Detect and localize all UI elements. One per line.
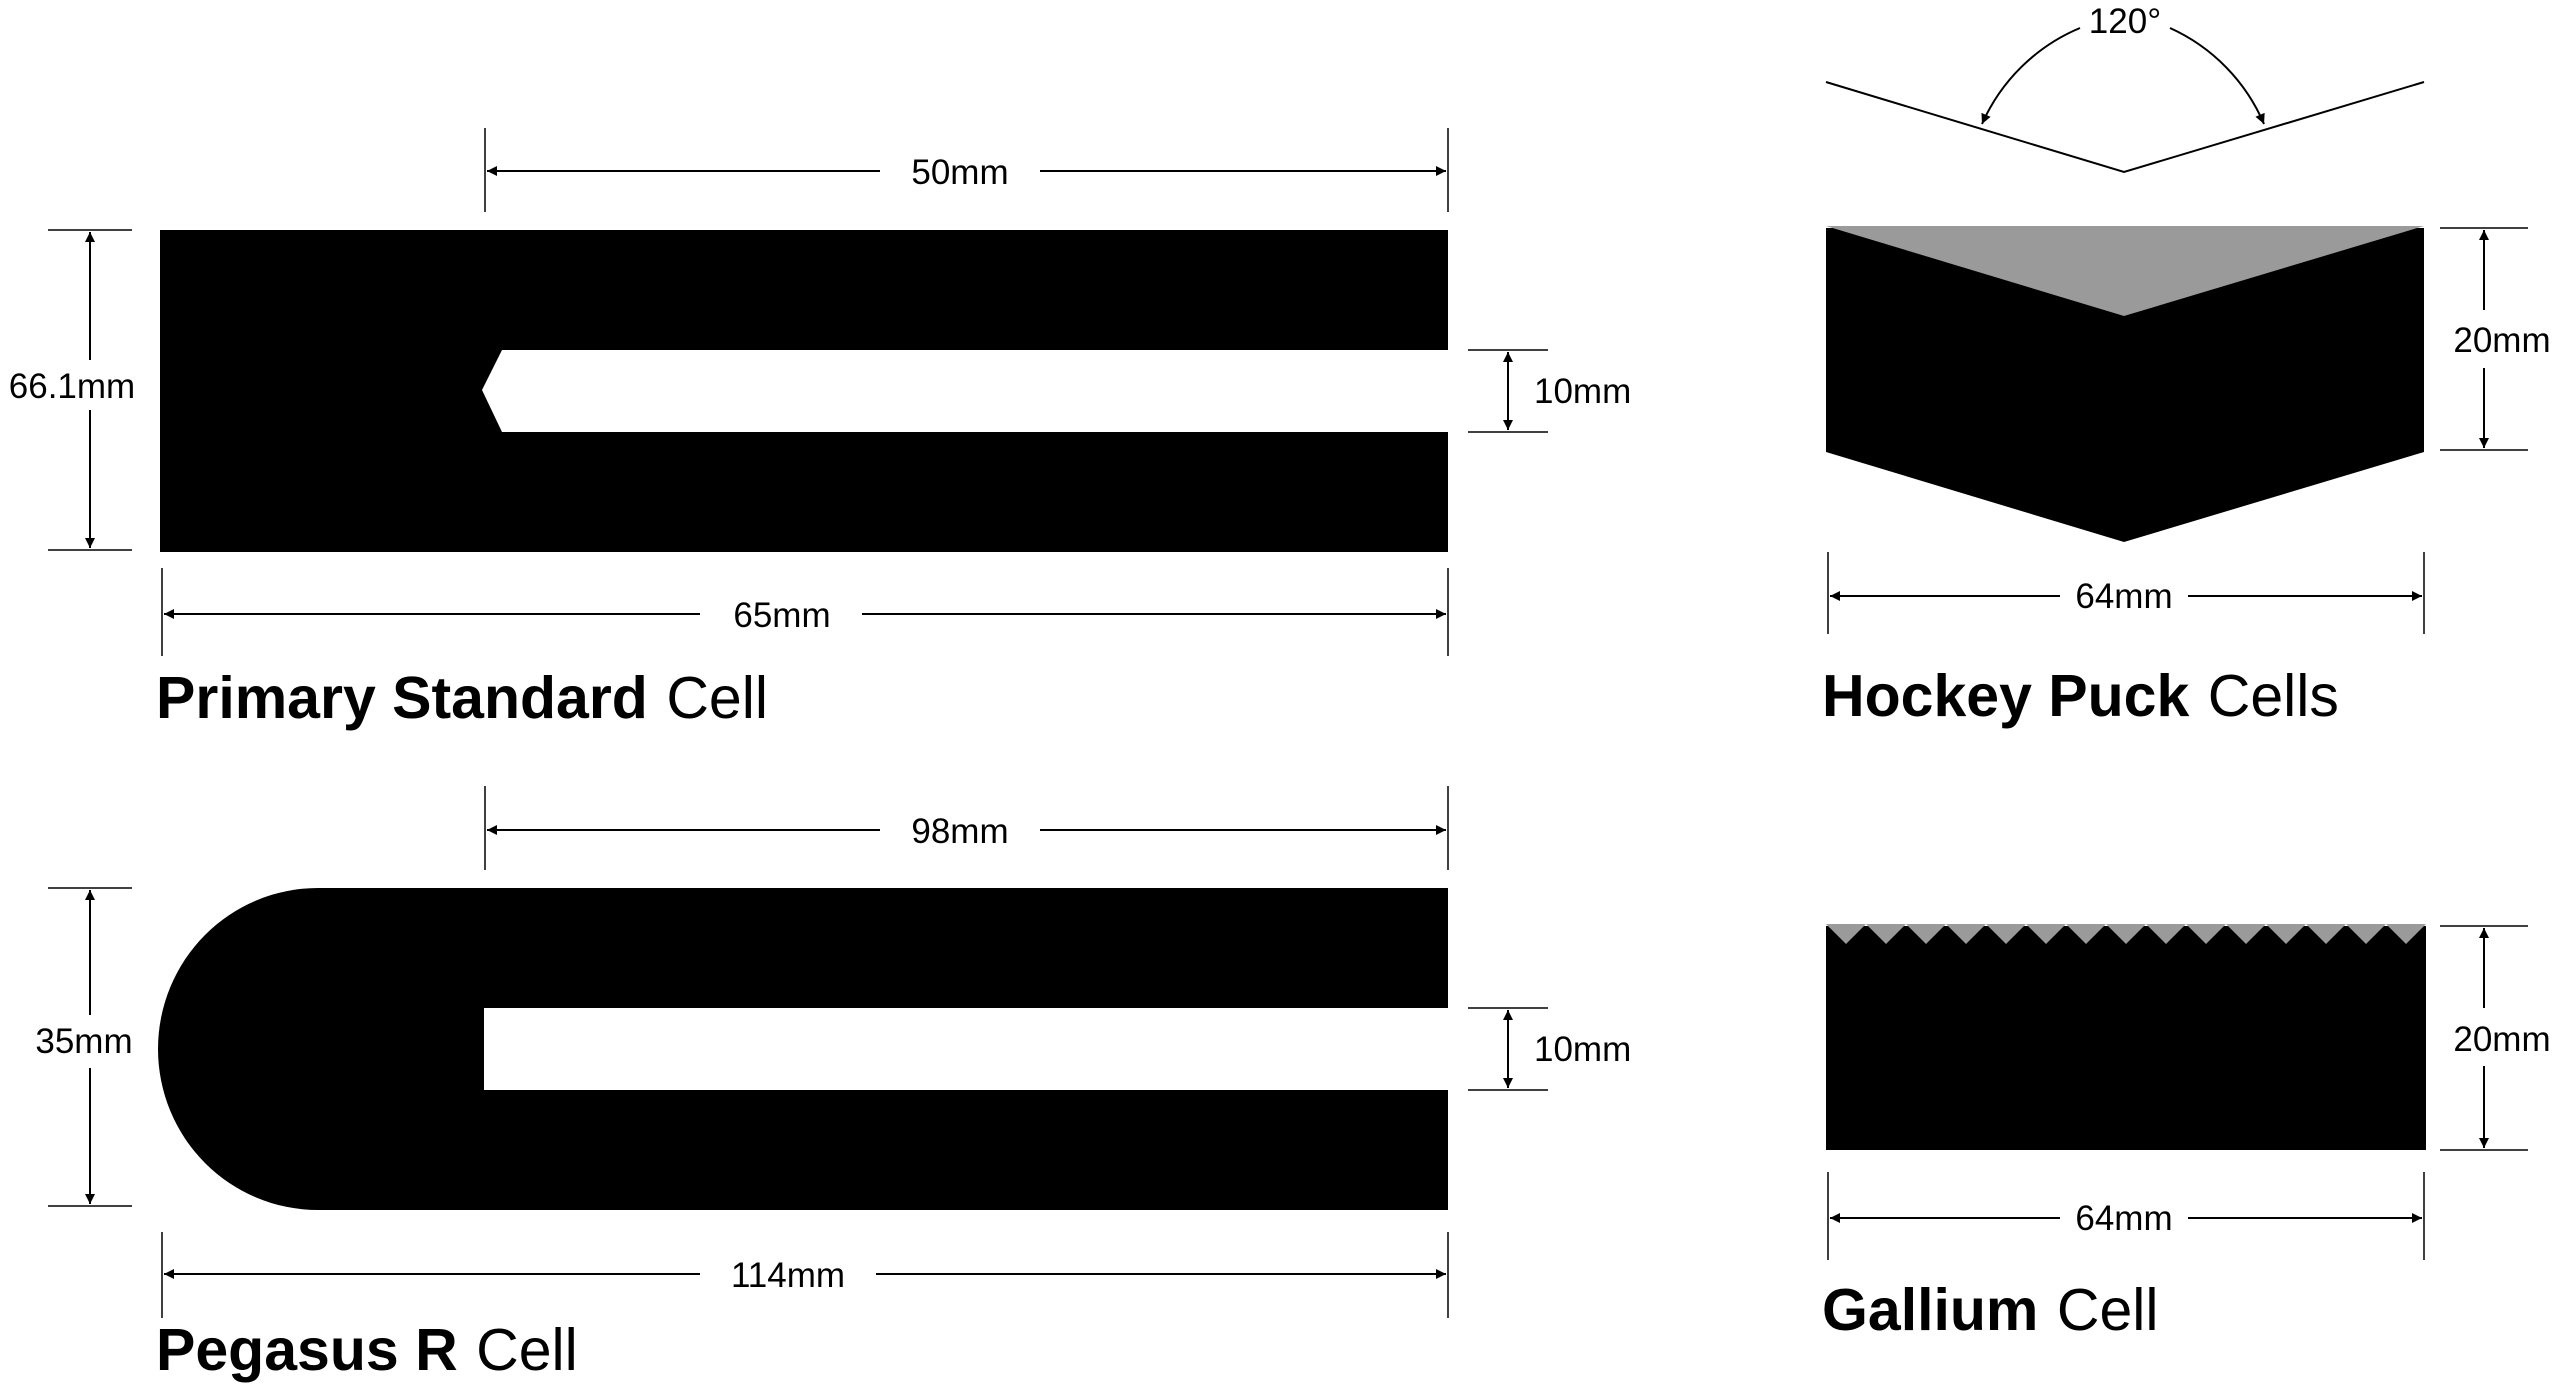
hockey-puck-cell-body <box>1826 228 2424 542</box>
gallium-height-label: 20mm <box>2453 1020 2550 1059</box>
hockey-puck-title: Hockey Puck Cells <box>1822 663 2339 729</box>
pegasus-total-length-label: 114mm <box>731 1256 845 1295</box>
primary-total-length-dimension: 65mm <box>161 568 1449 656</box>
pegasus-height-label: 35mm <box>35 1022 132 1061</box>
primary-well-length-dimension: 50mm <box>484 128 1449 212</box>
primary-well-length-label: 50mm <box>911 153 1008 192</box>
primary-standard-cell: 50mm 66.1mm 10mm 65mm Primary Standard <box>9 128 1631 731</box>
hockey-puck-cone-recess <box>1826 226 2424 316</box>
pegasus-r-cell: 98mm 35mm 10mm 114mm Pegasus R Cel <box>35 786 1631 1383</box>
pegasus-well-length-label: 98mm <box>911 812 1008 851</box>
pegasus-r-cell-body <box>158 888 1448 1210</box>
gallium-width-dimension: 64mm <box>1827 1172 2425 1260</box>
hockey-puck-width-dimension: 64mm <box>1827 552 2425 634</box>
pegasus-well-width-dimension: 10mm <box>1468 1007 1631 1091</box>
primary-standard-cell-body <box>160 230 1448 552</box>
gallium-height-dimension: 20mm <box>2440 925 2551 1151</box>
primary-height-label: 66.1mm <box>9 367 135 406</box>
pegasus-r-title: Pegasus R Cell <box>156 1317 578 1383</box>
primary-height-dimension: 66.1mm <box>9 229 135 551</box>
primary-well-width-dimension: 10mm <box>1468 349 1631 433</box>
gallium-cell: 20mm 64mm Gallium Cell <box>1822 924 2551 1343</box>
hockey-puck-cells: 120° 20mm 64mm Hockey Puck Cells <box>1822 2 2551 729</box>
hockey-puck-angle-indicator: 120° <box>1825 2 2425 174</box>
hockey-puck-width-label: 64mm <box>2075 577 2172 616</box>
primary-standard-title: Primary Standard Cell <box>156 665 768 731</box>
pegasus-well-length-dimension: 98mm <box>484 786 1449 870</box>
hockey-puck-height-label: 20mm <box>2453 321 2550 360</box>
gallium-serrated-top <box>1826 924 2426 944</box>
hockey-puck-angle-label: 120° <box>2089 2 2161 41</box>
gallium-title: Gallium Cell <box>1822 1277 2158 1343</box>
gallium-width-label: 64mm <box>2075 1199 2172 1238</box>
gallium-cell-body <box>1826 926 2426 1150</box>
pegasus-height-dimension: 35mm <box>35 887 133 1207</box>
primary-well-width-label: 10mm <box>1534 372 1631 411</box>
hockey-puck-height-dimension: 20mm <box>2440 227 2551 451</box>
pegasus-total-length-dimension: 114mm <box>161 1232 1449 1318</box>
pegasus-well-width-label: 10mm <box>1534 1030 1631 1069</box>
primary-total-length-label: 65mm <box>733 596 830 635</box>
